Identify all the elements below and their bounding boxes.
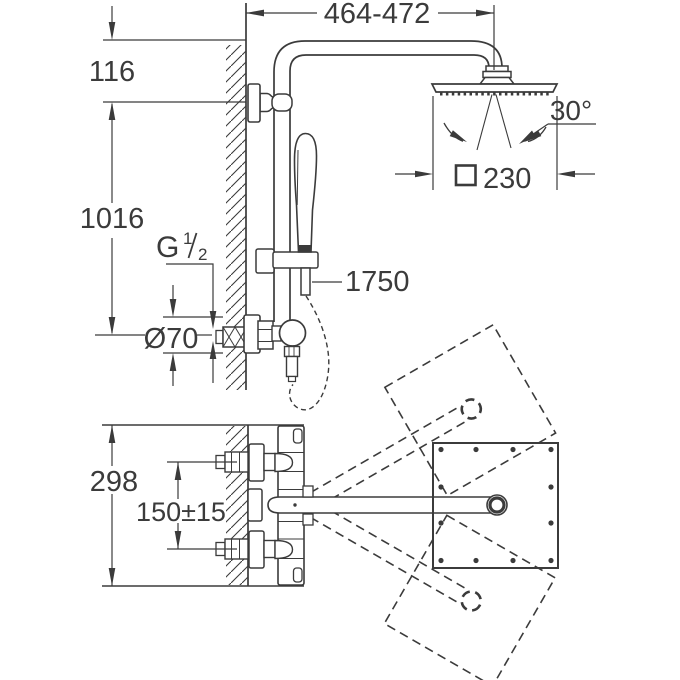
hose-connector-stub: [300, 267, 311, 296]
rail-clamp: [255, 248, 319, 296]
pivot-collar-bottom: [302, 513, 314, 526]
nozzle-dots: [438, 446, 554, 564]
bracket-pipe-collar: [271, 93, 293, 112]
dimension-plan-depth: 298: [90, 425, 138, 586]
arm-wall-mount: [247, 488, 263, 522]
tilt-line-left: [476, 94, 493, 151]
dimension-inlet-spacing: 150±15: [136, 461, 237, 550]
hand-shower-wand: [293, 132, 318, 253]
pivot-collar-top: [302, 485, 314, 498]
hose-outlet: [283, 345, 301, 383]
pipe-outer-edge: [273, 40, 503, 322]
dimension-label-rail-height: 1016: [80, 203, 145, 235]
plan-wall-hatch: [226, 426, 248, 585]
arrowhead: [415, 170, 433, 178]
dimension-label-head-size: 230: [483, 163, 531, 195]
dimension-label-escutcheon-diameter: Ø70: [144, 323, 199, 355]
wand-contour-line: [296, 149, 299, 206]
arrowhead: [246, 9, 264, 17]
arrowhead: [476, 9, 494, 17]
thread-leader: [166, 263, 214, 312]
dimension-head-size: 230: [395, 96, 595, 195]
arrowhead: [108, 568, 116, 586]
union-nut: [257, 320, 274, 350]
valve-side: [215, 295, 330, 411]
thread-letter: G: [156, 231, 179, 264]
clamp-plate: [272, 251, 319, 269]
dimension-hose-length: 1750: [312, 266, 410, 298]
head-nut-lower: [482, 70, 512, 79]
dimension-label-plan-depth: 298: [90, 466, 138, 498]
dimension-left-stack: 116 1016: [80, 6, 246, 336]
arrowhead: [169, 353, 177, 371]
set-screw: [293, 503, 297, 507]
dimension-label-top-width: 464-472: [324, 0, 430, 30]
head-nut-upper: [485, 65, 509, 73]
shower-pipe: [273, 40, 503, 322]
arrowhead: [174, 531, 182, 549]
arrowhead: [519, 130, 536, 144]
dimension-label-tilt-angle: 30°: [550, 95, 592, 126]
arrowhead: [209, 341, 217, 359]
dimension-label-inlet-spacing: 150±15: [136, 497, 226, 527]
tilt-line-right: [495, 94, 512, 149]
inlet-union-bottom: [215, 530, 294, 569]
wall-bracket: [247, 83, 293, 123]
swivel-range-upper: [310, 323, 557, 508]
wand-inlet-band: [298, 245, 312, 252]
plan-head-square: [432, 442, 559, 569]
head-cone: [478, 76, 516, 85]
plan-escutcheon-top: [248, 443, 265, 482]
arrowhead: [557, 170, 575, 178]
dimension-label-top-offset: 116: [89, 56, 135, 88]
handle-bottom: [292, 567, 303, 583]
arm-tube: [267, 496, 491, 514]
supply-stub: [215, 329, 224, 345]
thread-denominator: 2: [198, 245, 207, 264]
arrowhead: [209, 311, 217, 329]
dimension-escutcheon-diameter: Ø70: [144, 285, 223, 386]
side-view: 464-472 116 1016 G 1 2: [80, 0, 596, 411]
fraction-slash: [187, 232, 198, 259]
dimension-tilt-angle: 30°: [443, 95, 596, 144]
arrowhead: [174, 462, 182, 480]
arrowhead: [108, 425, 116, 443]
arrowhead: [108, 22, 116, 40]
dimension-thread: G 1 2: [156, 229, 217, 383]
square-symbol: [454, 164, 477, 187]
diverter-knob: [278, 319, 307, 347]
pipe-inner-edge: [289, 54, 490, 322]
head-shower: [430, 65, 559, 151]
bracket-flange: [247, 83, 261, 123]
arrowhead: [169, 299, 177, 317]
dimension-top-width: 464-472: [246, 0, 495, 70]
dimension-label-hose-length: 1750: [345, 266, 410, 298]
plan-shower-arm: [267, 485, 491, 526]
plan-escutcheon-bottom: [248, 530, 265, 569]
swivel-range-lower: [310, 502, 557, 680]
shower-hose-dashed: [288, 295, 330, 411]
hand-shower: [293, 132, 318, 253]
arrowhead: [108, 317, 116, 335]
plan-view: 298 150±15: [90, 323, 559, 680]
ball-joint-ring: [488, 496, 506, 514]
clamp-body: [255, 248, 275, 274]
thread-numerator: 1: [183, 229, 192, 248]
arrowhead: [449, 130, 467, 142]
handle-top: [292, 428, 303, 444]
head-plate: [430, 83, 559, 93]
wall-hatch: [226, 45, 246, 390]
head-outline: [432, 442, 559, 569]
